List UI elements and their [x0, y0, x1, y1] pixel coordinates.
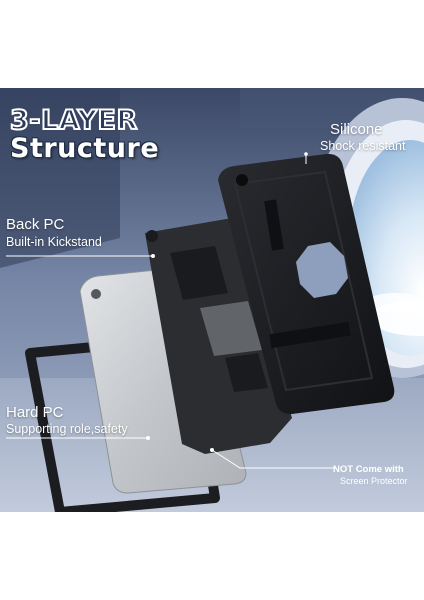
product-illustration: [0, 88, 424, 512]
note-sublabel: Screen Protector: [340, 476, 408, 486]
title-line-2: Structure: [10, 133, 160, 164]
back-pc-sublabel: Built-in Kickstand: [6, 235, 102, 249]
back-pc-label: Back PC: [6, 216, 65, 233]
note-label: NOT Come with: [333, 464, 404, 475]
hard-pc-sublabel: Supporting role,safety: [6, 422, 128, 436]
product-image: 3-LAYER Structure Silicone Shock resista…: [0, 88, 424, 512]
silicone-case: [218, 153, 395, 415]
silicone-label: Silicone: [330, 121, 383, 138]
hard-pc-label: Hard PC: [6, 404, 64, 421]
back-pc-shell: [145, 218, 292, 454]
title-line-1: 3-LAYER: [9, 105, 138, 137]
silicone-sublabel: Shock resistant: [320, 139, 406, 153]
